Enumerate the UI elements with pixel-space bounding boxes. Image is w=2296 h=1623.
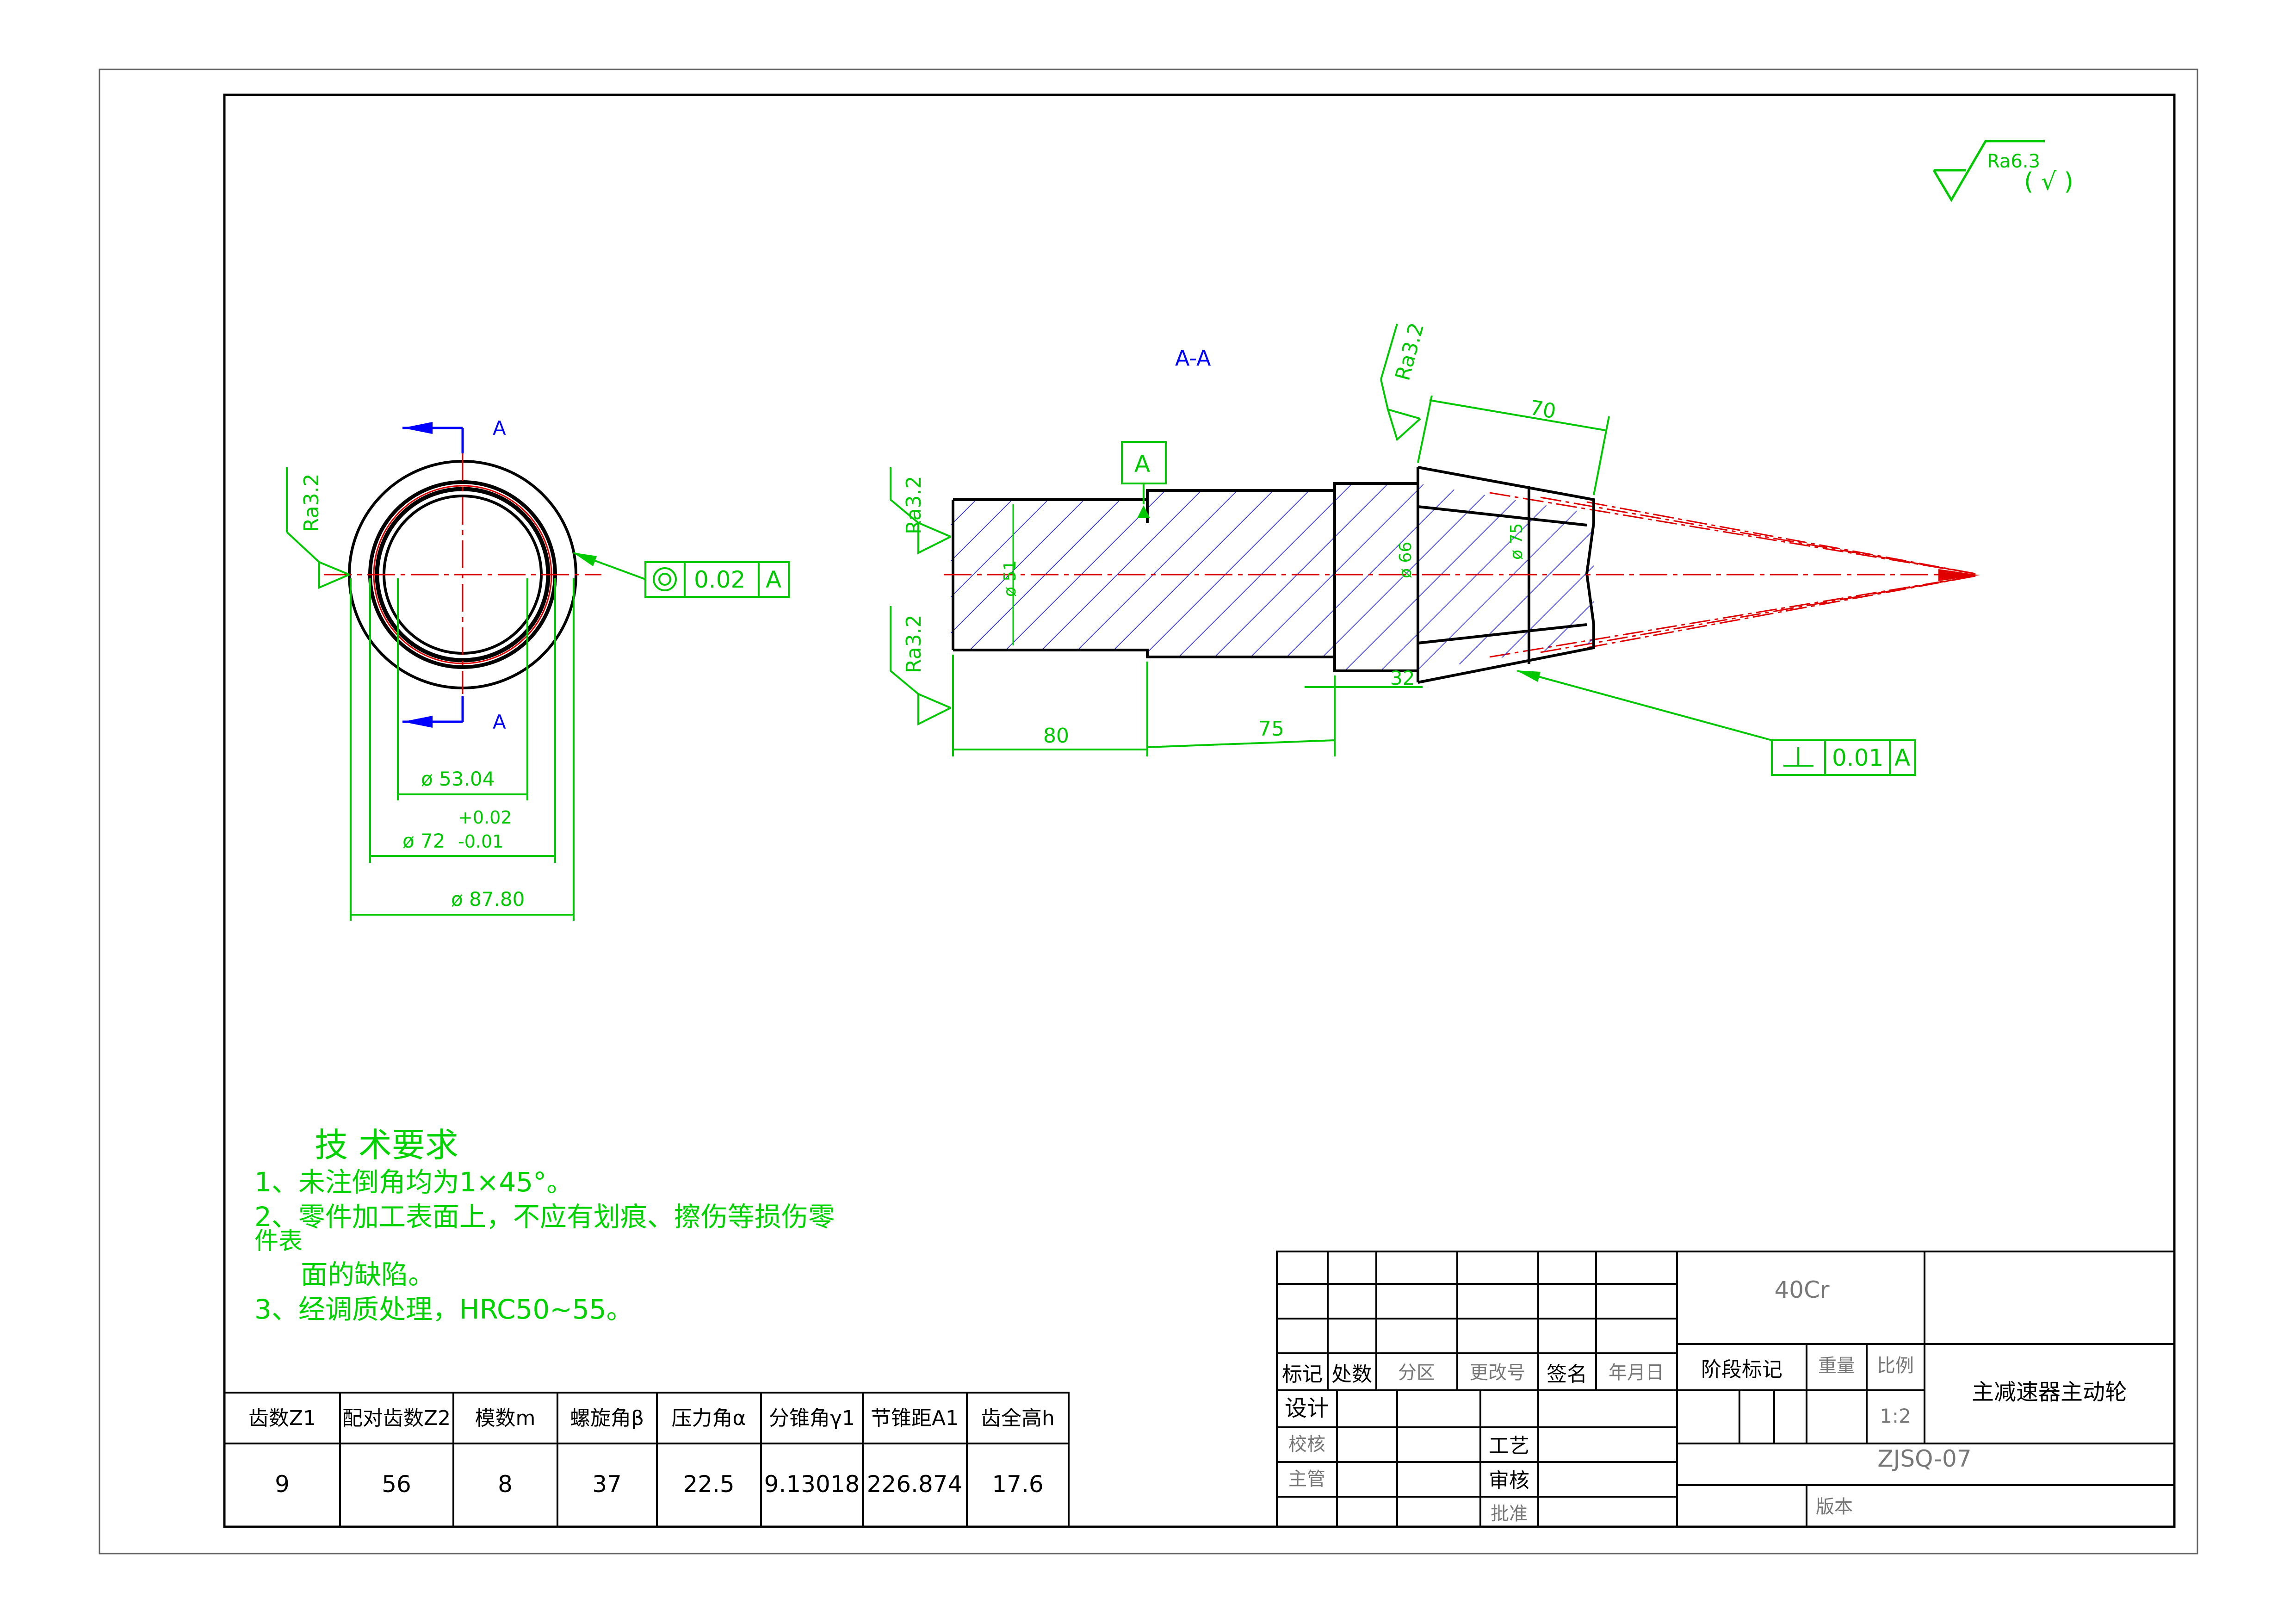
cone-projection-lines (1489, 492, 1976, 658)
part-name: 主减速器主动轮 (1972, 1379, 2127, 1405)
gear-params-table-text: 齿数Z1 配对齿数Z2 模数m 螺旋角β 压力角α 分锥角γ1 节锥距A1 齿全… (248, 1406, 1055, 1498)
section-roughness-top: Ra3.2 (902, 476, 926, 534)
datum-a-flag (1121, 441, 1167, 504)
rev-label: 分区 (1398, 1362, 1435, 1383)
rev-label: 更改号 (1470, 1362, 1525, 1383)
requirement-line-2b: 件表 (254, 1227, 303, 1255)
param-header: 齿数Z1 (248, 1406, 316, 1430)
approve-label: 批准 (1491, 1503, 1528, 1524)
param-header: 节锥距A1 (871, 1406, 959, 1430)
weight-label: 重量 (1818, 1355, 1855, 1376)
datum-a-letter: A (1134, 451, 1150, 477)
left-end-view (324, 453, 601, 694)
section-cut-arrows (402, 422, 464, 728)
dim-80-75-lines (952, 655, 1336, 756)
drawing-number: ZJSQ-07 (1877, 1445, 1971, 1472)
param-header: 配对齿数Z2 (342, 1406, 451, 1430)
requirements-title: 技 术要求 (315, 1126, 458, 1165)
coaxiality-leader-arrow (573, 552, 597, 566)
param-header: 压力角α (671, 1406, 746, 1430)
dim-dia-72-upper: +0.02 (458, 807, 512, 828)
title-block-text: 40Cr 主减速器主动轮 ZJSQ-07 阶段标记 重量 比例 1:2 版本 标… (1282, 1276, 2127, 1524)
material: 40Cr (1774, 1276, 1830, 1303)
param-value: 17.6 (992, 1471, 1043, 1498)
param-value: 56 (382, 1471, 411, 1498)
rev-label: 标记 (1282, 1363, 1323, 1386)
requirement-line-1: 1、未注倒角均为1×45°。 (254, 1166, 573, 1198)
coaxiality-value: 0.02 (694, 566, 745, 593)
dim-dia-75: ø 75 (1507, 523, 1526, 560)
scale-label: 比例 (1877, 1355, 1914, 1376)
param-value: 226.874 (867, 1471, 963, 1498)
rev-label: 处数 (1331, 1363, 1372, 1386)
dim-32: 32 (1390, 667, 1415, 689)
review-label: 审核 (1489, 1469, 1529, 1493)
section-letter-bottom: A (493, 711, 506, 733)
perpendicularity-leader-arrow (1516, 670, 1541, 682)
dim-dia-53: ø 53.04 (421, 768, 495, 790)
title-block-grid (1276, 1251, 2175, 1528)
dim-80: 80 (1043, 724, 1069, 748)
perpendicularity-frame (1517, 670, 1916, 776)
inner-drawing-frame (223, 93, 2176, 1528)
param-value: 9 (275, 1471, 290, 1498)
param-value: 9.13018 (764, 1471, 860, 1498)
shaft-section-hatch (951, 483, 1594, 671)
perpendicularity-value: 0.01 (1832, 744, 1883, 771)
supervisor-label: 主管 (1288, 1468, 1325, 1490)
section-roughness-cone: Ra3.2 (1391, 320, 1429, 383)
cone-apex (1938, 569, 1980, 581)
param-header: 模数m (475, 1406, 536, 1430)
section-letter-top: A (493, 417, 506, 440)
outer-sheet-border (99, 68, 2198, 1555)
rev-label: 签名 (1547, 1363, 1587, 1386)
left-view-roughness-value: Ra3.2 (300, 473, 323, 532)
general-roughness-value: Ra6.3 (1987, 151, 2040, 172)
dim-dia-72-lower: -0.01 (458, 831, 503, 852)
section-view-title: A-A (1175, 346, 1211, 371)
stage-label: 阶段标记 (1701, 1358, 1782, 1381)
general-roughness-others: ( √ ) (2024, 168, 2073, 196)
process-label: 工艺 (1489, 1434, 1529, 1458)
left-view-roughness-symbol (286, 467, 350, 589)
scale-value: 1:2 (1880, 1405, 1911, 1427)
design-label: 设计 (1285, 1395, 1329, 1421)
section-roughness-bottom: Ra3.2 (902, 614, 926, 673)
param-header: 齿全高h (981, 1406, 1055, 1430)
coaxiality-frame (573, 552, 790, 598)
dim-75: 75 (1258, 717, 1284, 741)
general-roughness-symbol (1932, 140, 2045, 202)
gear-params-table-grid (223, 1392, 1070, 1528)
dim-dia-51: ø 51 (1001, 560, 1020, 597)
dim-70-lines (1417, 395, 1610, 496)
param-header: 分锥角γ1 (769, 1406, 855, 1430)
check-label: 校核 (1288, 1434, 1325, 1455)
requirement-line-2: 2、零件加工表面上，不应有划痕、擦伤等损伤零 (254, 1201, 835, 1233)
rev-label: 年月日 (1609, 1362, 1664, 1383)
param-value: 22.5 (683, 1471, 734, 1498)
datum-a-triangle (1137, 505, 1150, 518)
perpendicularity-datum: A (1894, 744, 1910, 771)
param-header: 螺旋角β (570, 1406, 644, 1430)
requirement-line-3: 面的缺陷。 (301, 1259, 435, 1290)
param-value: 37 (592, 1471, 622, 1498)
section-roughness-symbols (890, 323, 1421, 726)
coaxiality-datum: A (766, 566, 781, 593)
dim-dia-72-nominal: ø 72 (402, 830, 446, 852)
requirement-line-4: 3、经调质处理，HRC50~55。 (254, 1294, 633, 1325)
dim-70: 70 (1528, 396, 1558, 424)
param-value: 8 (498, 1471, 513, 1498)
dim-dia-66: ø 66 (1396, 542, 1415, 578)
dim-dia-87: ø 87.80 (451, 888, 525, 911)
edition-label: 版本 (1816, 1496, 1853, 1518)
left-view-dimension-lines (350, 578, 575, 921)
